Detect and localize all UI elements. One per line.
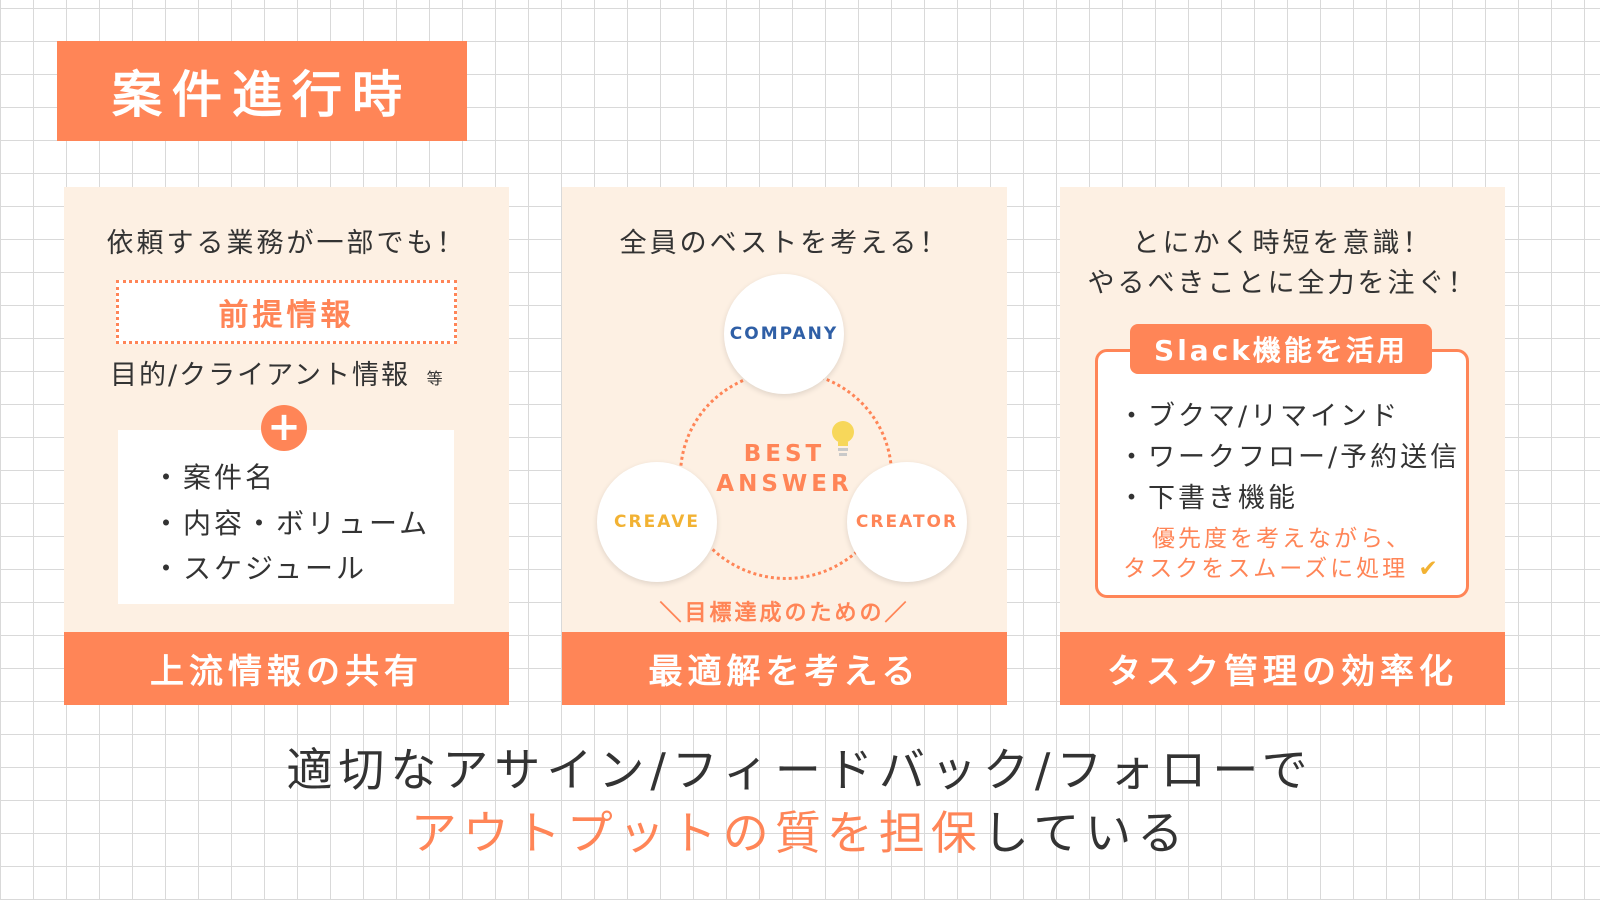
- company-label: COMPANY: [729, 324, 839, 344]
- card-heading: 全員のベストを考える！: [619, 228, 950, 259]
- list-item: ・ブクマ/リマインド: [1118, 401, 1401, 432]
- best-answer-label: BEST ANSWER: [692, 439, 877, 499]
- summary-rest: している: [982, 806, 1190, 860]
- card-footer-task-management: タスク管理の効率化: [1060, 632, 1505, 705]
- card-heading-line1: とにかく時短を意識！: [1132, 228, 1433, 259]
- best-answer-line1: BEST: [743, 441, 826, 467]
- creator-label: CREATOR: [855, 512, 959, 532]
- card-heading: 依頼する業務が一部でも！: [106, 228, 467, 259]
- list-item: ・内容・ボリューム: [152, 507, 431, 540]
- premise-subtext-suffix: 等: [426, 369, 445, 388]
- card-upstream-info: 依頼する業務が一部でも！ 前提情報 目的/クライアント情報 等 ・案件名 ・内容…: [64, 187, 509, 632]
- priority-note-line1: 優先度を考えながら、: [1152, 526, 1412, 552]
- creave-circle: CREAVE: [597, 462, 717, 582]
- project-details-box: ・案件名 ・内容・ボリューム ・スケジュール: [118, 430, 454, 604]
- card-footer-best-answer: 最適解を考える: [562, 632, 1007, 705]
- list-item: ・スケジュール: [152, 552, 368, 585]
- plus-icon: +: [261, 405, 307, 451]
- check-icon: ✔: [1418, 556, 1441, 582]
- summary-line1: 適切なアサイン/フィードバック/フォローで: [286, 743, 1314, 797]
- company-circle: COMPANY: [724, 274, 844, 394]
- list-item: ・案件名: [152, 461, 277, 494]
- slack-features-box: ・ブクマ/リマインド ・ワークフロー/予約送信 ・下書き機能 優先度を考えながら…: [1095, 349, 1469, 598]
- list-item: ・下書き機能: [1118, 483, 1298, 514]
- goal-caption: ＼目標達成のための／: [659, 601, 910, 626]
- card-best-answer: 全員のベストを考える！ COMPANY CREAVE CREATOR BEST …: [562, 187, 1007, 632]
- summary-accent: アウトプットの質を担保: [410, 806, 983, 860]
- slack-tag: Slack機能を活用: [1130, 324, 1432, 374]
- card-footer-upstream: 上流情報の共有: [64, 632, 509, 705]
- premise-info-box: 前提情報: [116, 280, 457, 344]
- list-item: ・ワークフロー/予約送信: [1118, 442, 1461, 473]
- card-heading-line2: やるべきことに全力を注ぐ！: [1087, 268, 1478, 299]
- page-title: 案件進行時: [57, 41, 467, 141]
- card-task-management: とにかく時短を意識！ やるべきことに全力を注ぐ！ ・ブクマ/リマインド ・ワーク…: [1060, 187, 1505, 632]
- lightbulb-icon: [832, 421, 854, 456]
- premise-subtext-main: 目的/クライアント情報: [110, 360, 411, 391]
- best-answer-line2: ANSWER: [716, 471, 853, 497]
- premise-subtext: 目的/クライアント情報 等: [110, 353, 490, 392]
- creave-label: CREAVE: [614, 512, 700, 532]
- summary-line2: アウトプットの質を担保している: [0, 797, 1600, 863]
- priority-note-line2: タスクをスムーズに処理: [1123, 556, 1409, 582]
- creator-circle: CREATOR: [847, 462, 967, 582]
- priority-note: 優先度を考えながら、 タスクをスムーズに処理 ✔: [1098, 524, 1466, 584]
